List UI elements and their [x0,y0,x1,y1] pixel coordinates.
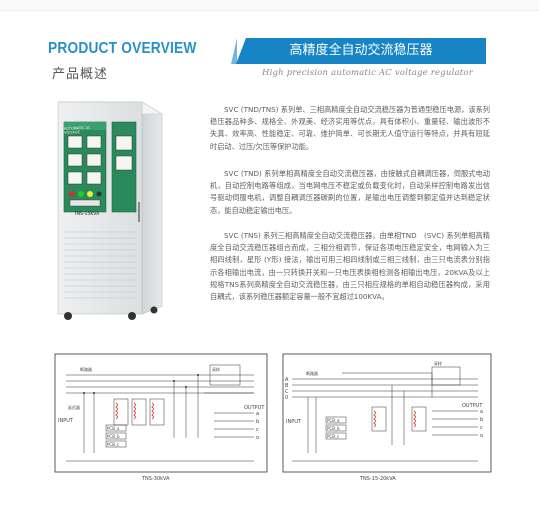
pcb-a-2: PCB_a [327,418,340,423]
paragraph-2: SVC (TND) 系列单相高精度全自动交流稳压器，由接触式自耦调压器，伺服式电… [210,169,490,215]
wiring-diagram-1: INPUT OUTPUT PCB_a PCB_b PCB_c a b c o 断… [54,353,268,482]
sampling-label-2: 采样 [434,361,442,366]
in-b-2: B [285,383,289,389]
out-c-1: c [256,427,259,433]
pcb-c-1: PCB_c [107,442,120,447]
delay-label-1: 延迟器 [68,405,80,410]
pcb-c-2: PCB_c [327,434,340,439]
out-o-2: o [480,433,484,439]
out-a-2: a [480,409,484,415]
pcb-b-1: PCB_b [107,434,120,439]
panel-brand: AUTOMATIC AC VOLTAGE [63,125,91,135]
output-label-2: OUTPUT [462,403,483,409]
out-b-1: b [256,419,260,425]
wiring-diagram-1-lines [54,353,268,473]
pcb-b-2: PCB_b [327,426,340,431]
input-label-2: INPUT [286,419,301,425]
in-c-2: C [285,389,289,395]
paragraph-1: SVC (TND/TNS) 系列单、三相高精度全自动交流稳压器为普通型稳压电源，… [210,105,490,151]
banner-accent [231,38,237,64]
out-b-2: b [480,417,484,423]
input-label-1: INPUT [58,418,73,424]
title-banner [236,38,486,64]
in-a-2: A [285,377,289,383]
top-border [0,0,539,11]
breaker-label-1: 断路器 [80,367,92,372]
wiring-diagram-2-lines [282,353,492,473]
section-title-en: PRODUCT OVERVIEW [48,40,197,57]
banner-title: 高精度全自动交流稳压器 [289,43,433,58]
subtitle-en: High precision automatic AC voltage regu… [262,68,473,78]
panel-model: TNS-15KVA [74,212,100,217]
paragraph-3: SVC (TNS) 系列三相高精度全自动交流稳压器，由单相TND (SVC) 系… [210,231,490,302]
section-title-cn: 产品概述 [52,67,109,82]
out-o-1: o [256,435,260,441]
diagram-1-caption: TNS-30kVA [142,476,170,482]
output-label-1: OUTPUT [244,405,265,411]
diagram-2-caption: TNS-15-20kVA [360,476,396,482]
out-a-1: a [256,411,260,417]
wiring-diagram-2: A B C 0 INPUT OUTPUT PCB_a PCB_b PCB_c a… [282,353,492,482]
in-n-2: 0 [285,395,289,401]
voltage-regulator-image [57,101,164,320]
pcb-a-1: PCB_a [107,426,120,431]
out-c-2: c [480,425,483,431]
sampling-label-1: 采样 [212,367,220,372]
breaker-label-2: 断路器 [306,371,318,376]
